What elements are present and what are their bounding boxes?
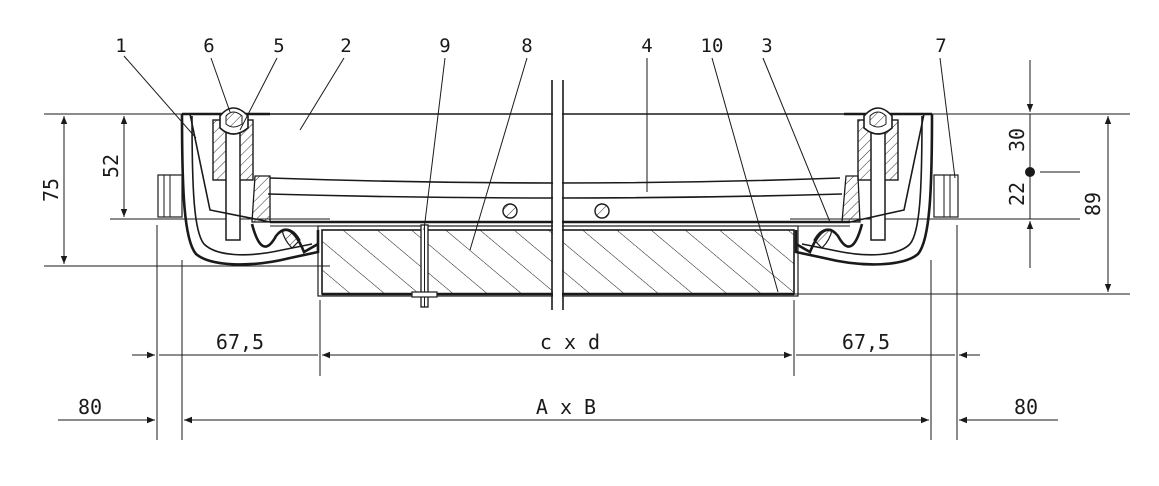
- frame-left-wedge: [251, 175, 271, 223]
- dim-label-52: 52: [99, 154, 123, 178]
- leader-lines: [123, 55, 956, 293]
- frame-left: [157, 107, 320, 266]
- part-label-5: 5: [273, 35, 284, 57]
- frame-left-inner-skin: [191, 115, 313, 256]
- leader-7: [939, 57, 956, 179]
- frame-left-seal-core: [225, 111, 243, 128]
- frame-right-bolt: [870, 121, 886, 241]
- part-label-1: 1: [115, 35, 126, 57]
- part-label-8: 8: [521, 35, 532, 57]
- leader-8: [469, 57, 528, 251]
- part-label-9: 9: [439, 35, 450, 57]
- dim-label-22: 22: [1005, 182, 1029, 206]
- dim-label-30: 30: [1005, 128, 1029, 152]
- leader-9: [423, 57, 446, 231]
- dim-point-marker: [1025, 167, 1035, 177]
- leader-10: [711, 57, 779, 293]
- dim-label-67-5-right: 67,5: [842, 330, 890, 354]
- dim-label-c-x-d: c x d: [540, 330, 600, 354]
- dim-label-75: 75: [39, 178, 63, 202]
- leader-1: [123, 55, 197, 139]
- frame-left-outer-skin: [180, 113, 320, 266]
- part-label-4: 4: [641, 35, 652, 57]
- section-geometry: [44, 80, 1130, 310]
- frame-right-outer-skin: [794, 113, 934, 266]
- lifting-bar-hole-right: [594, 203, 610, 219]
- leader-6: [210, 57, 231, 113]
- dim-label-67-5-left: 67,5: [216, 330, 264, 354]
- dimension-labels: 75 52 30 22 89 67,5 c x d 67,5 80 A x B …: [39, 128, 1105, 419]
- frame-left-bolt: [225, 121, 241, 241]
- part-label-7: 7: [935, 35, 946, 57]
- part-label-6: 6: [203, 35, 214, 57]
- lifting-bar-hole-left: [502, 203, 518, 219]
- part-number-labels: 1 6 5 2 9 8 4 10 3 7: [115, 35, 946, 57]
- dim-label-a-x-b: A x B: [536, 395, 596, 419]
- frame-right-gasket-fill: [813, 228, 833, 249]
- frame-right: [794, 107, 959, 266]
- cover-right-edge: [849, 113, 925, 223]
- dim-label-80-right: 80: [1014, 395, 1038, 419]
- dim-label-80-left: 80: [78, 395, 102, 419]
- dim-label-89: 89: [1081, 192, 1105, 216]
- part-label-2: 2: [340, 35, 351, 57]
- break-gap: [553, 100, 562, 300]
- frame-left-gasket-fill: [281, 228, 301, 249]
- fixing-bolt-nut: [411, 291, 438, 298]
- leader-5: [239, 57, 278, 131]
- cover-left-edge: [189, 113, 271, 223]
- dimension-lines: [58, 60, 1112, 440]
- part-label-3: 3: [761, 35, 772, 57]
- part-label-10: 10: [701, 35, 724, 57]
- frame-right-wedge: [841, 175, 861, 223]
- leader-3: [762, 57, 831, 223]
- frame-right-inner-skin: [801, 115, 923, 256]
- frame-right-lug: [933, 174, 959, 218]
- frame-right-seal-core: [869, 111, 887, 128]
- leader-2: [299, 57, 345, 131]
